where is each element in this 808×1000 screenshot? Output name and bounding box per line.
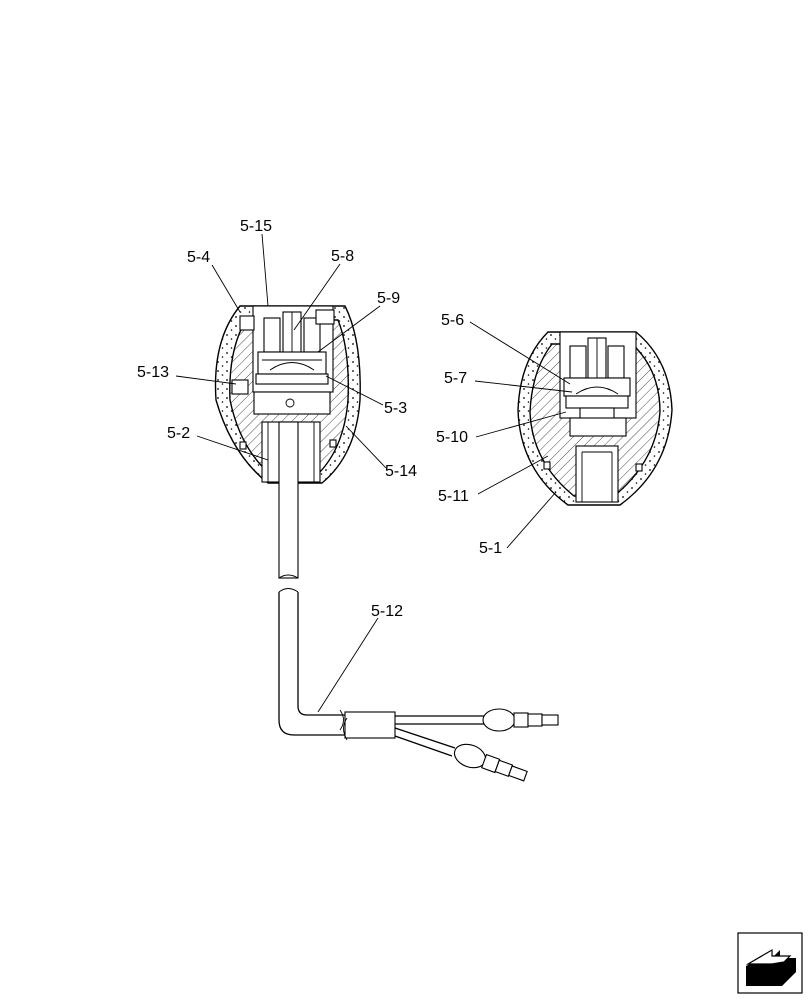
callout-5-14: 5-14: [385, 463, 417, 480]
callout-5-4: 5-4: [187, 249, 210, 266]
callout-5-10: 5-10: [436, 429, 468, 446]
callout-5-3: 5-3: [384, 400, 407, 417]
next-page-arrow-icon[interactable]: [737, 932, 803, 994]
callout-5-6: 5-6: [441, 312, 464, 329]
left-base-plate: [253, 391, 331, 415]
leader-lines: [175, 233, 573, 713]
right-base-plate: [569, 417, 627, 437]
callout-5-9: 5-9: [377, 290, 400, 307]
callout-5-15: 5-15: [240, 218, 272, 235]
right-knob-assembly: [517, 331, 673, 506]
callout-5-1: 5-1: [479, 540, 502, 557]
callout-5-11: 5-11: [438, 488, 469, 505]
callout-5-8: 5-8: [331, 248, 354, 265]
cable-sleeve: [344, 711, 396, 739]
callout-5-7: 5-7: [444, 370, 467, 387]
upper-connector: [482, 708, 559, 732]
cable-assembly: [278, 588, 559, 782]
lower-connector: [453, 743, 528, 782]
right-bore: [575, 445, 619, 503]
callout-5-2: 5-2: [167, 425, 190, 442]
left-knob-assembly: [214, 305, 361, 579]
callout-5-12: 5-12: [371, 603, 403, 620]
callout-5-13: 5-13: [137, 364, 169, 381]
left-shaft-upper: [278, 421, 299, 579]
